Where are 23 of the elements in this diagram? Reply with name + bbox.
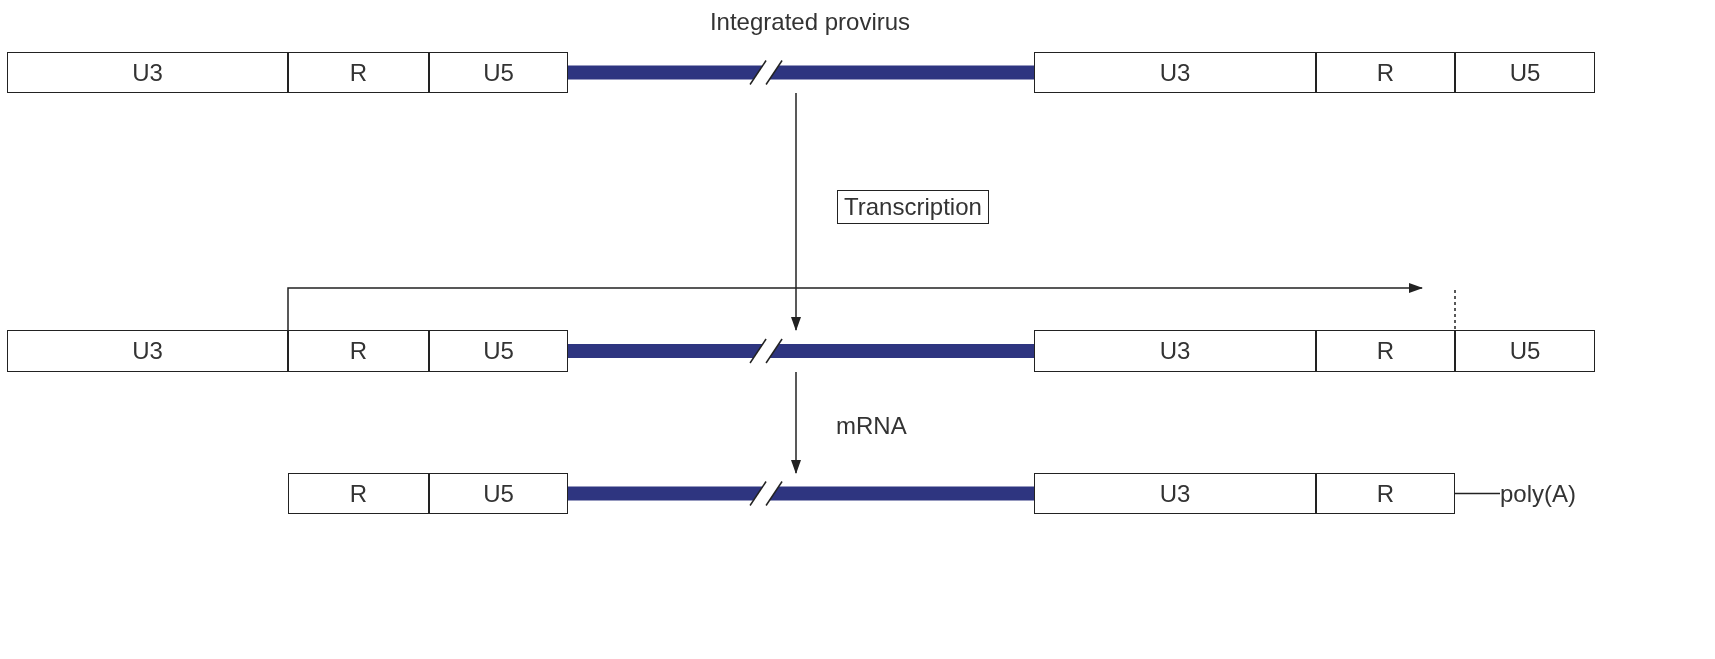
connector-line [1454, 492, 1501, 495]
arrow [791, 371, 801, 474]
segment-box: U5 [1455, 52, 1595, 93]
segment-box: U3 [1034, 330, 1316, 372]
segment-box: U5 [429, 330, 568, 372]
segment-box: R [288, 52, 429, 93]
segment-box: U3 [7, 52, 288, 93]
tail-label: poly(A) [1500, 473, 1620, 514]
segment-box: R [1316, 473, 1455, 514]
segment-box: R [1316, 330, 1455, 372]
segment-box: U3 [1034, 473, 1316, 514]
arrow [791, 92, 801, 331]
segment-box: U3 [7, 330, 288, 372]
segment-box: R [288, 473, 429, 514]
segment-box: U5 [429, 52, 568, 93]
segment-box: U5 [429, 473, 568, 514]
segment-box: R [1316, 52, 1455, 93]
segment-box: U3 [1034, 52, 1316, 93]
segment-box: U5 [1455, 330, 1595, 372]
arrow [287, 283, 1423, 331]
segment-box: R [288, 330, 429, 372]
edge-label: Transcription [837, 190, 989, 224]
diagram-title: Integrated provirus [708, 8, 912, 36]
